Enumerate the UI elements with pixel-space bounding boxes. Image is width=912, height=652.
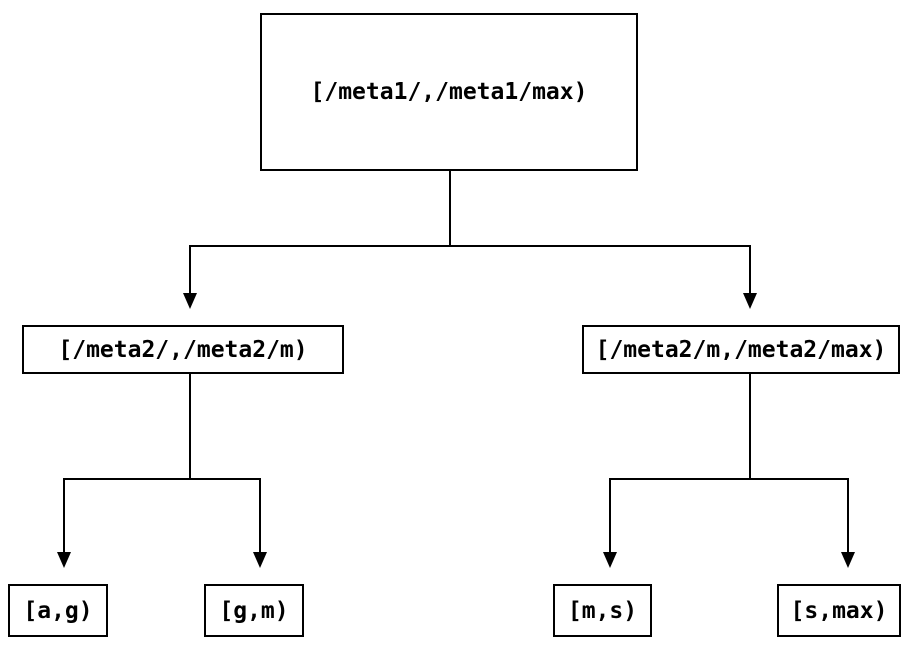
node-right-child-label: [/meta2/m,/meta2/max): [595, 336, 887, 363]
arrowhead-to-left-child-icon: [183, 293, 197, 309]
node-leaf-ms-label: [m,s): [567, 597, 638, 624]
node-left-child: [/meta2/,/meta2/m): [22, 325, 344, 374]
arrowhead-to-leaf-ag-icon: [57, 552, 71, 568]
node-leaf-gm: [g,m): [204, 584, 304, 637]
arrowhead-to-leaf-gm-icon: [253, 552, 267, 568]
node-leaf-gm-label: [g,m): [219, 597, 289, 624]
node-left-child-label: [/meta2/,/meta2/m): [58, 336, 308, 363]
node-leaf-ag-label: [a,g): [23, 597, 93, 624]
arrowhead-to-leaf-ms-icon: [603, 552, 617, 568]
node-leaf-ag: [a,g): [8, 584, 108, 637]
node-root: [/meta1/,/meta1/max): [260, 13, 638, 171]
node-leaf-smax: [s,max): [777, 584, 901, 637]
node-leaf-smax-label: [s,max): [790, 597, 888, 624]
arrowhead-to-leaf-smax-icon: [841, 552, 855, 568]
node-root-label: [/meta1/,/meta1/max): [310, 79, 588, 105]
node-right-child: [/meta2/m,/meta2/max): [582, 325, 900, 374]
arrowhead-to-right-child-icon: [743, 293, 757, 309]
node-leaf-ms: [m,s): [553, 584, 652, 637]
